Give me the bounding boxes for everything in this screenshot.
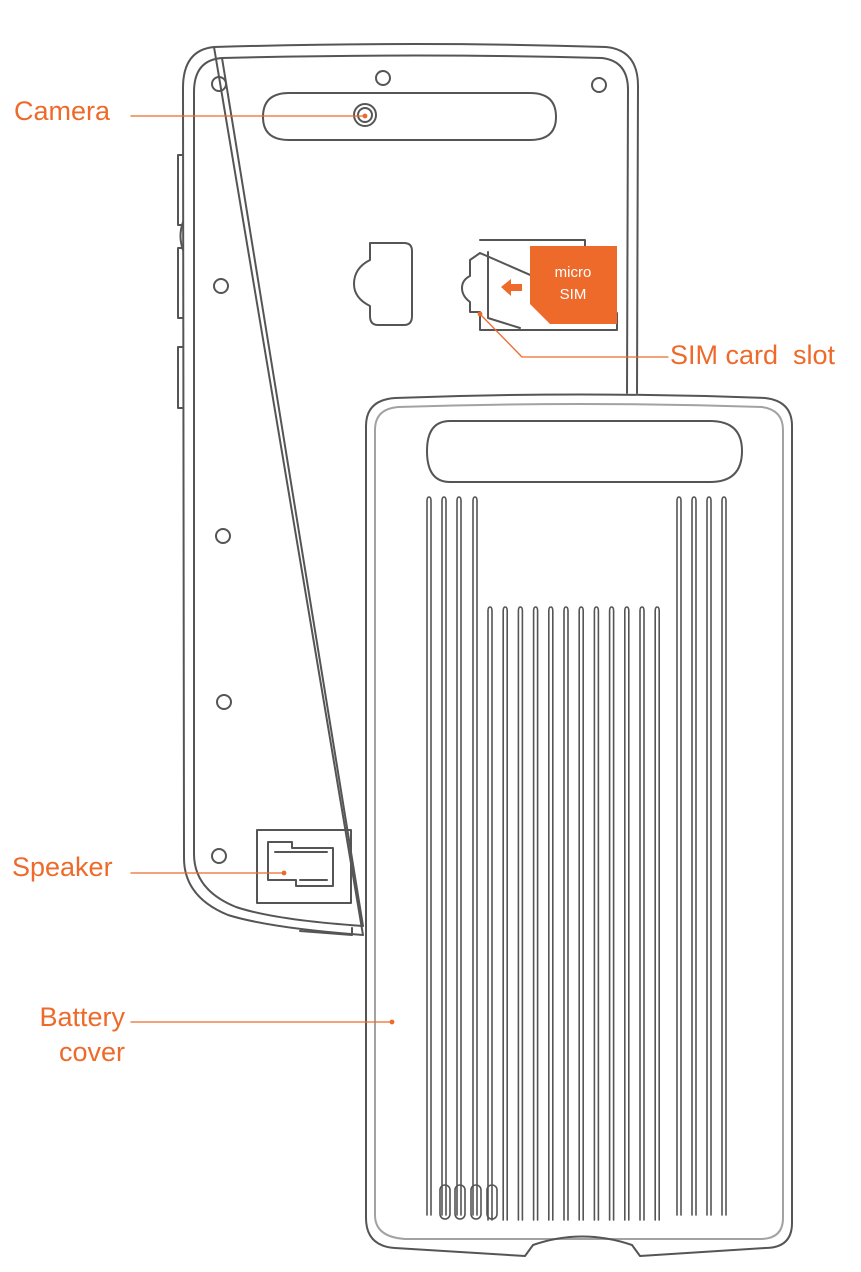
battery-cover-rib bbox=[677, 497, 681, 1215]
left-arrow-icon bbox=[501, 279, 522, 296]
sim-slot-callout-label: SIM card slot bbox=[670, 339, 835, 371]
speaker-frame bbox=[257, 830, 351, 903]
battery-cover-rib bbox=[427, 497, 431, 1215]
battery-cover-rib bbox=[722, 497, 726, 1215]
screw-hole-icon bbox=[212, 849, 226, 863]
speaker-leader bbox=[131, 871, 286, 876]
battery-cover-rib bbox=[640, 607, 644, 1220]
battery-cover-rib bbox=[473, 497, 477, 1215]
phone-body-outline bbox=[183, 44, 638, 935]
battery-cover-rib bbox=[457, 497, 461, 1215]
battery-cover-rib bbox=[442, 497, 446, 1215]
battery-cover-rib bbox=[534, 607, 538, 1220]
battery-cover-rib bbox=[707, 497, 711, 1215]
screw-hole-icon bbox=[376, 71, 390, 85]
battery-cover-rib bbox=[692, 497, 696, 1215]
battery-cover-rib bbox=[594, 607, 598, 1220]
battery-cover-rib bbox=[503, 607, 507, 1220]
battery-cover-rib bbox=[564, 607, 568, 1220]
battery-cover-rib bbox=[655, 607, 659, 1220]
sim-card-label-sim: SIM bbox=[533, 284, 613, 305]
battery-connector bbox=[354, 243, 412, 325]
sim-card-label-micro: micro bbox=[533, 262, 613, 283]
screw-hole-icon bbox=[592, 78, 606, 92]
battery-cover-ribs bbox=[427, 497, 726, 1220]
battery-cover-rib bbox=[625, 607, 629, 1220]
screw-hole-icon bbox=[216, 529, 230, 543]
battery-cover-rib bbox=[579, 607, 583, 1220]
battery-cover-rib bbox=[549, 607, 553, 1220]
battery-cover-rib bbox=[610, 607, 614, 1220]
battery-cover-rib bbox=[518, 607, 522, 1220]
camera-callout-label: Camera bbox=[14, 95, 110, 127]
battery-cover-rib bbox=[488, 607, 492, 1220]
phone-body-inner-outline bbox=[194, 56, 628, 927]
speaker bbox=[257, 830, 351, 903]
battery-cover bbox=[366, 395, 792, 1257]
speaker-callout-label: Speaker bbox=[12, 851, 113, 883]
screw-hole-icon bbox=[214, 279, 228, 293]
battery-cover-callout-label-line2: cover bbox=[59, 1036, 125, 1068]
screw-holes bbox=[212, 71, 606, 863]
battery-cover-window bbox=[427, 421, 742, 482]
speaker-grille-inner bbox=[275, 852, 327, 880]
camera-leader bbox=[131, 114, 367, 119]
phone-body bbox=[178, 44, 638, 935]
side-button-bottom bbox=[178, 347, 183, 408]
battery-cover-leader bbox=[131, 1020, 394, 1025]
screw-hole-icon bbox=[217, 695, 231, 709]
battery-cover-callout-label-line1: Battery bbox=[39, 1001, 125, 1033]
